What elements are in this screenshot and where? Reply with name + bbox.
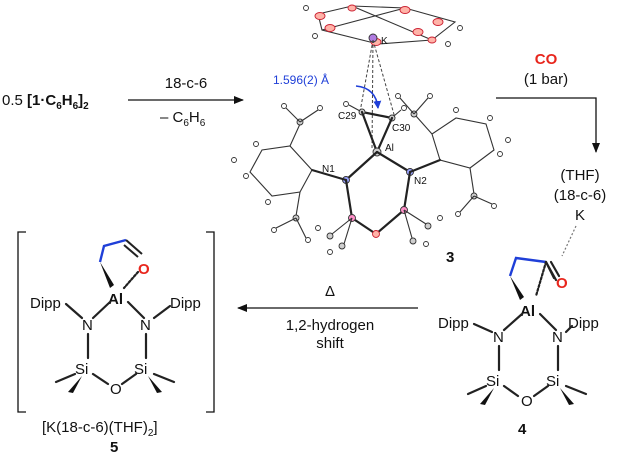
compound5-n-left: N: [82, 317, 93, 334]
compound4-n-left: N: [493, 329, 504, 346]
atom-label-al: Al: [385, 143, 394, 154]
step1-condition-above: 18-c-6: [165, 75, 208, 92]
step1-condition-below: – C6H6: [160, 109, 206, 129]
step3-condition-heat: Δ: [325, 283, 335, 300]
compound4-ligand-thf: (THF): [560, 167, 599, 184]
compound4-ligand-crown: (18-c-6): [554, 187, 607, 204]
compound5-dipp-left: Dipp: [30, 295, 61, 312]
compound4-n-right: N: [552, 329, 563, 346]
compound-label-5: 5: [110, 439, 118, 454]
step3-condition-line1: 1,2-hydrogen: [286, 317, 374, 334]
compound4-dipp-left: Dipp: [438, 315, 469, 332]
compound5-enolate-o: O: [138, 261, 150, 278]
starting-reagent: 0.5 [1·C6H6]2: [2, 92, 89, 112]
step3-arrow: Δ 1,2-hydrogen shift: [237, 283, 418, 352]
benzene-ring: [303, 4, 463, 47]
compound5-o-bridge: O: [110, 381, 122, 398]
compound4-si-right: Si: [546, 373, 559, 390]
step1-arrow: 18-c-6 – C6H6: [128, 75, 244, 129]
co-reagent: CO: [535, 51, 558, 68]
compound4-carbonyl-o: O: [556, 275, 568, 292]
atom-label-c29: C29: [338, 111, 357, 122]
compound4-o-bridge: O: [521, 393, 533, 410]
step3-condition-line2: shift: [316, 335, 344, 352]
compound5-n-right: N: [140, 317, 151, 334]
crystal-structure-3: K C29 C30 1.596(2) Å Al N1 N2: [231, 4, 511, 266]
compound4-dipp-right: Dipp: [568, 315, 599, 332]
compound-5: O Al N N Dipp Dipp Si Si O [K(18-c-6)(TH…: [17, 231, 215, 454]
compound4-al: Al: [520, 303, 535, 320]
co-pressure: (1 bar): [524, 71, 568, 88]
compound5-si-left: Si: [75, 361, 88, 378]
compound-label-3: 3: [446, 249, 454, 266]
compound-label-4: 4: [518, 421, 527, 438]
compound5-dipp-right: Dipp: [170, 295, 201, 312]
bond-length-label: 1.596(2) Å: [273, 72, 329, 87]
atom-label-n2: N2: [414, 176, 427, 187]
compound4-si-left: Si: [486, 373, 499, 390]
compound5-si-right: Si: [134, 361, 147, 378]
compound4-cation-k: K: [575, 207, 585, 224]
atom-label-c30: C30: [392, 123, 411, 134]
svg-text:0.5 [1·C6H6]2: 0.5 [1·C6H6]2: [2, 92, 89, 112]
compound5-al: Al: [108, 291, 123, 308]
dipp-left-crystal: [231, 103, 348, 243]
atom-label-n1: N1: [322, 164, 335, 175]
atom-label-k: K: [381, 36, 388, 47]
compound5-counterion: [K(18-c-6)(THF)2]: [42, 419, 158, 439]
compound-4: (THF) (18-c-6) K O Al N N Dipp Dipp Si S…: [438, 167, 606, 438]
dipp-right-crystal: [395, 93, 511, 217]
step2-arrow: CO (1 bar): [496, 51, 600, 153]
